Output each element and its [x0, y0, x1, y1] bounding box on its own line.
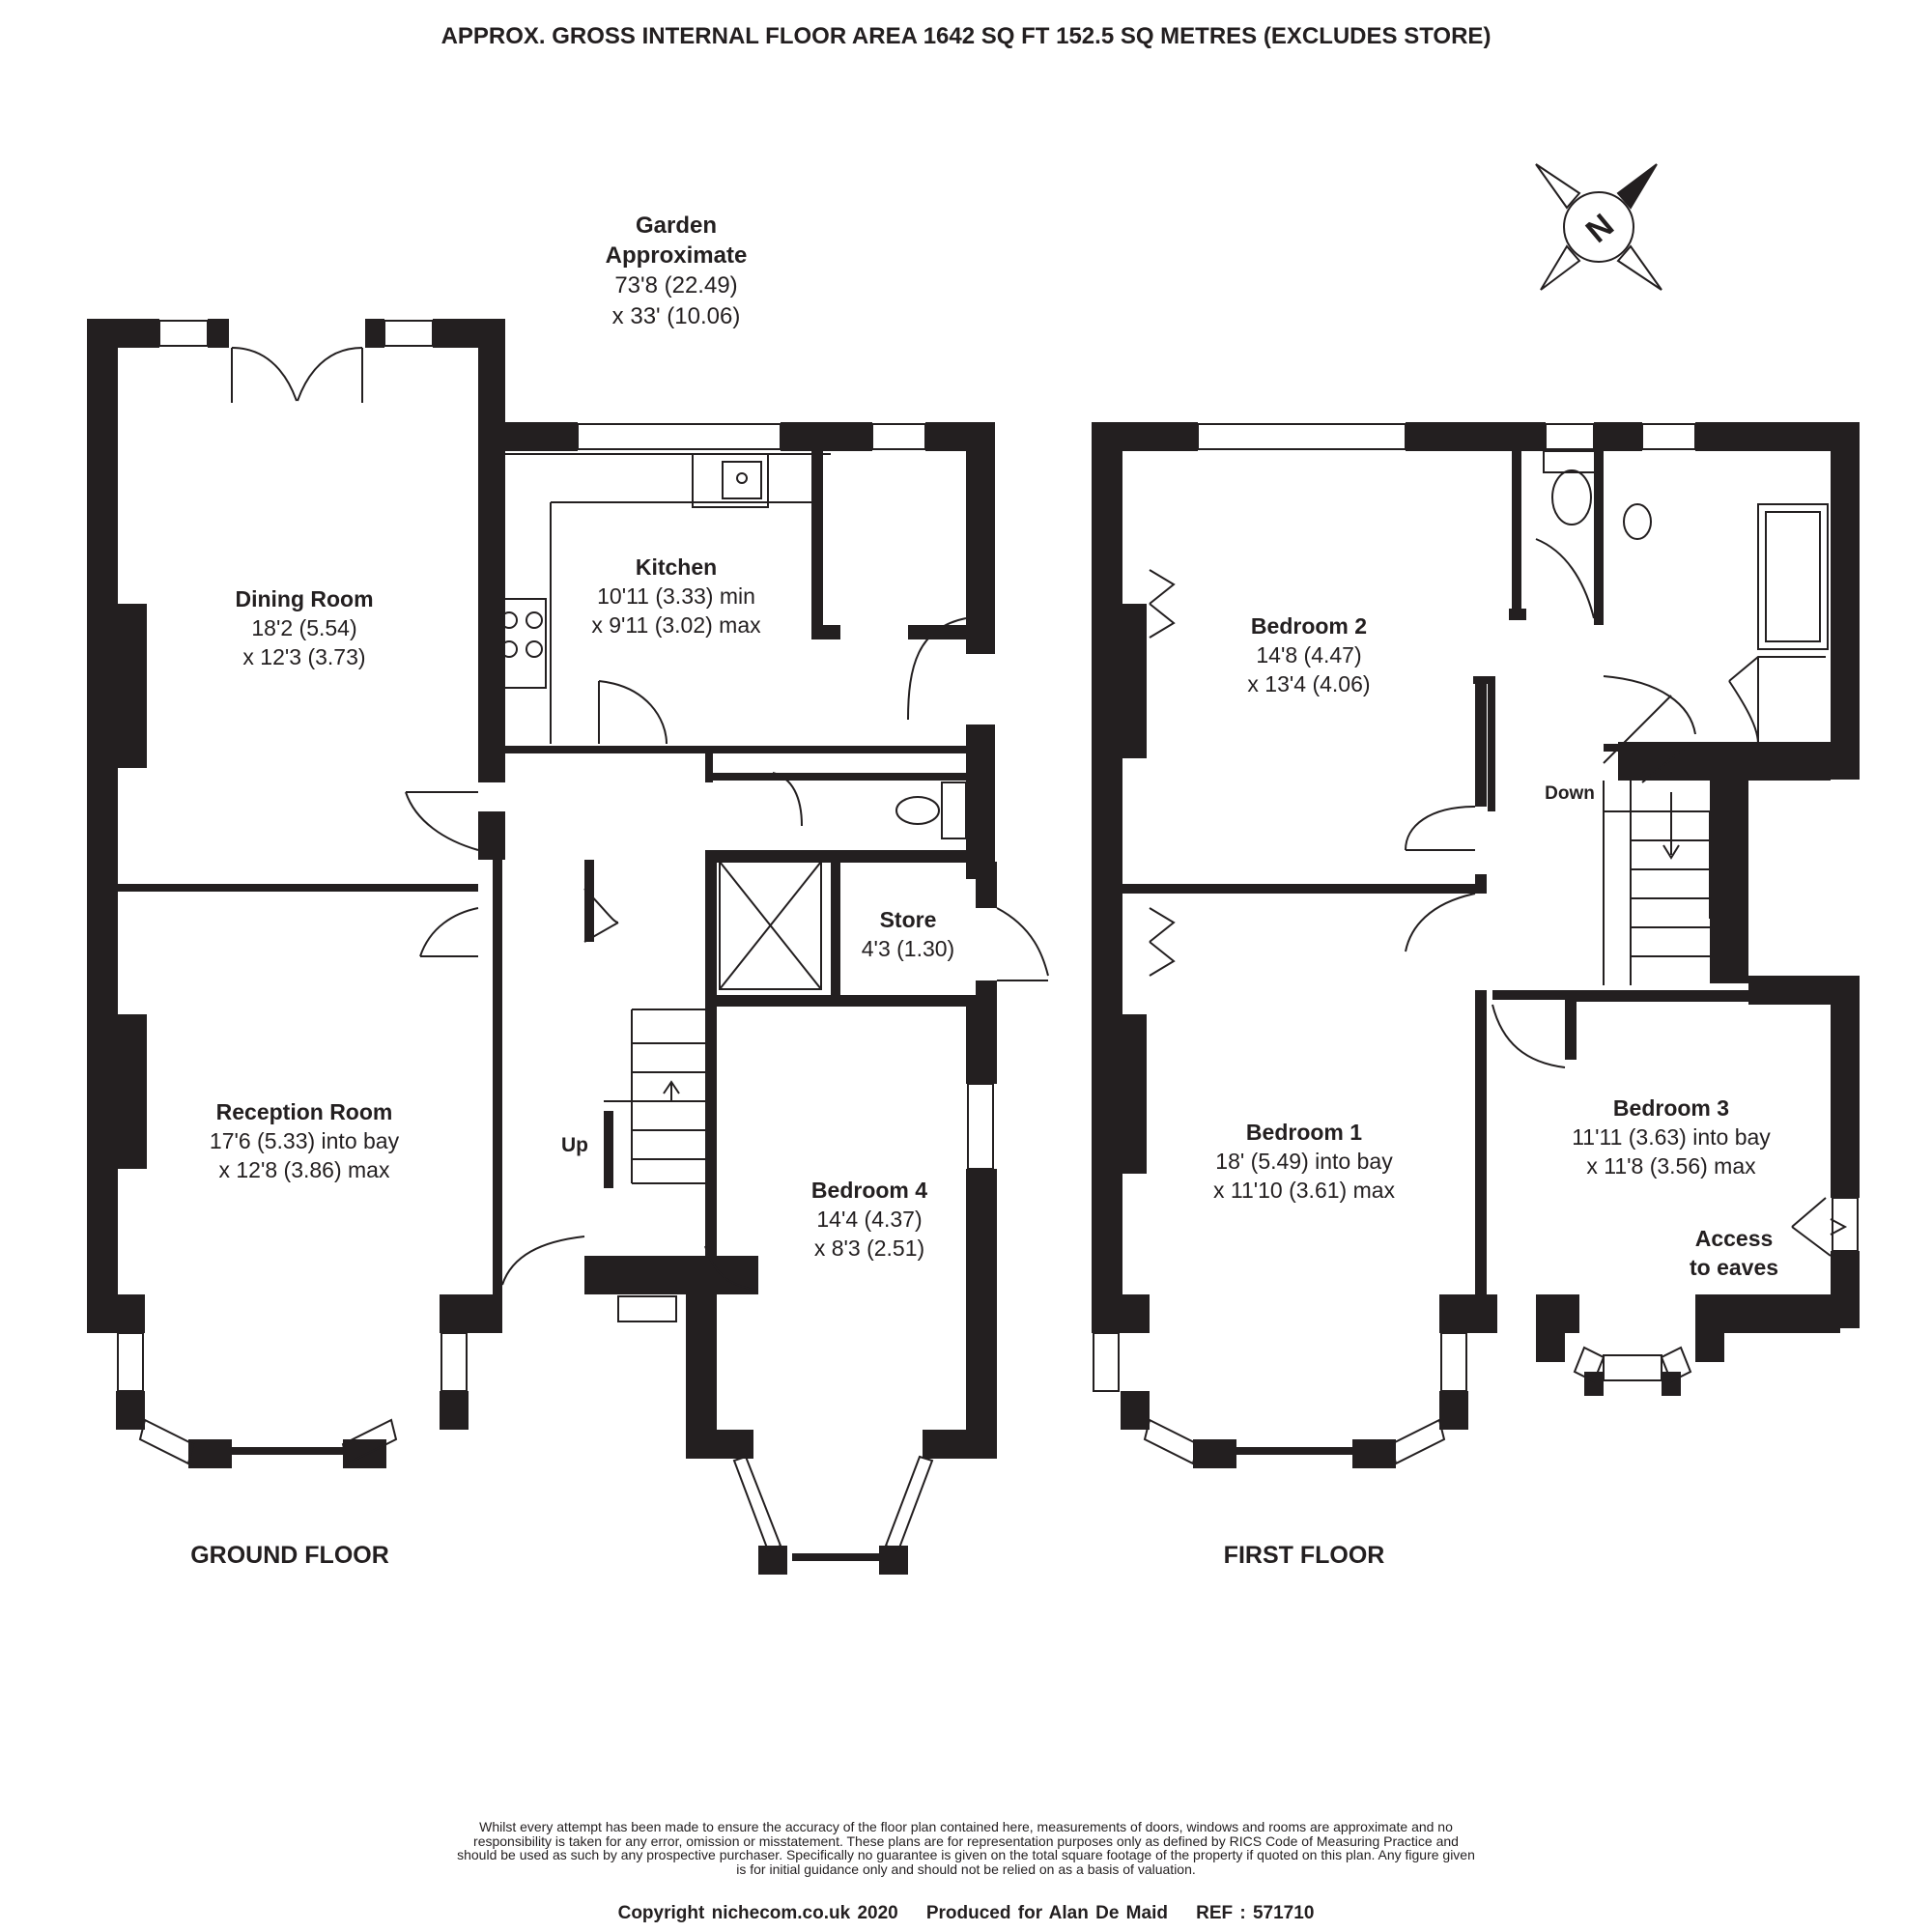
- reception-room-name: Reception Room: [215, 1099, 393, 1124]
- stairs-down-label: Down: [1545, 783, 1595, 804]
- ground-floor-fittings: [231, 347, 1049, 1291]
- bedroom-4-dim-2: x 8'3 (2.51): [813, 1235, 925, 1261]
- bedroom-4-label: Bedroom 4 14'4 (4.37) x 8'3 (2.51): [773, 1177, 966, 1264]
- garden-dim-1: 73'8 (22.49): [614, 272, 738, 299]
- garden-label: Garden Approximate 73'8 (22.49) x 33' (1…: [541, 211, 811, 331]
- first-floor-fittings: [1093, 423, 1859, 1465]
- bedroom-3-dim-1: 11'11 (3.63) into bay: [1572, 1123, 1771, 1150]
- bedroom-3-label: Bedroom 3 11'11 (3.63) into bay x 11'8 (…: [1526, 1094, 1816, 1181]
- store-label: Store 4'3 (1.30): [840, 906, 976, 964]
- bedroom-2-name: Bedroom 2: [1250, 613, 1368, 639]
- bedroom-3-dim-2: x 11'8 (3.56) max: [1586, 1152, 1756, 1179]
- reception-room-dim-2: x 12'8 (3.86) max: [218, 1156, 390, 1182]
- stairs-up-label: Up: [561, 1134, 588, 1156]
- disclaimer-text: Whilst every attempt has been made to en…: [457, 1819, 1475, 1878]
- dining-room-dim-1: 18'2 (5.54): [251, 614, 357, 640]
- first-floor-walls: [1092, 422, 1860, 1468]
- bedroom-3-name: Bedroom 3: [1612, 1095, 1730, 1121]
- compass: [1535, 163, 1662, 291]
- ground-floor-windows: [117, 320, 994, 1552]
- bedroom-4-name: Bedroom 4: [810, 1178, 928, 1203]
- bedroom-1-name: Bedroom 1: [1245, 1120, 1363, 1145]
- kitchen-dim-1: 10'11 (3.33) min: [597, 582, 755, 609]
- garden-name: Garden: [635, 213, 718, 239]
- footer-reference: REF : 571710: [1196, 1903, 1315, 1923]
- garden-name-2: Approximate: [605, 242, 748, 270]
- bedroom-4-dim-1: 14'4 (4.37): [816, 1206, 923, 1232]
- ground-floor-walls: [87, 319, 997, 1575]
- dining-room-label: Dining Room 18'2 (5.54) x 12'3 (3.73): [169, 585, 440, 672]
- bedroom-1-dim-1: 18' (5.49) into bay: [1215, 1148, 1393, 1174]
- store-dim-1: 4'3 (1.30): [861, 935, 955, 961]
- footer-produced-for: Produced for Alan De Maid: [925, 1903, 1168, 1923]
- kitchen-name: Kitchen: [635, 554, 718, 580]
- first-floor-label: FIRST FLOOR: [1223, 1542, 1385, 1569]
- dining-room-name: Dining Room: [235, 586, 374, 611]
- bedroom-1-label: Bedroom 1 18' (5.49) into bay x 11'10 (3…: [1164, 1119, 1444, 1206]
- ground-floor-label: GROUND FLOOR: [190, 1542, 389, 1569]
- access-to-eaves-line-1: Access: [1694, 1226, 1774, 1251]
- access-to-eaves-line-2: to eaves: [1689, 1254, 1779, 1280]
- reception-room-label: Reception Room 17'6 (5.33) into bay x 12…: [164, 1098, 444, 1185]
- access-to-eaves-label: Access to eaves: [1662, 1225, 1806, 1283]
- dining-room-dim-2: x 12'3 (3.73): [242, 643, 366, 669]
- bedroom-2-label: Bedroom 2 14'8 (4.47) x 13'4 (4.06): [1174, 612, 1444, 699]
- garden-dim-2: x 33' (10.06): [611, 302, 741, 329]
- bedroom-2-dim-2: x 13'4 (4.06): [1247, 670, 1371, 696]
- store-name: Store: [879, 907, 937, 932]
- bedroom-1-dim-2: x 11'10 (3.61) max: [1212, 1177, 1396, 1203]
- kitchen-dim-2: x 9'11 (3.02) max: [591, 611, 761, 638]
- kitchen-label: Kitchen 10'11 (3.33) min x 9'11 (3.02) m…: [551, 554, 802, 640]
- reception-room-dim-1: 17'6 (5.33) into bay: [209, 1127, 400, 1153]
- footer: Copyright nichecom.co.uk 2020 Produced f…: [0, 1903, 1932, 1924]
- bedroom-2-dim-1: 14'8 (4.47): [1256, 641, 1362, 668]
- floor-area-title: APPROX. GROSS INTERNAL FLOOR AREA 1642 S…: [440, 23, 1492, 49]
- footer-copyright: Copyright nichecom.co.uk 2020: [617, 1903, 898, 1923]
